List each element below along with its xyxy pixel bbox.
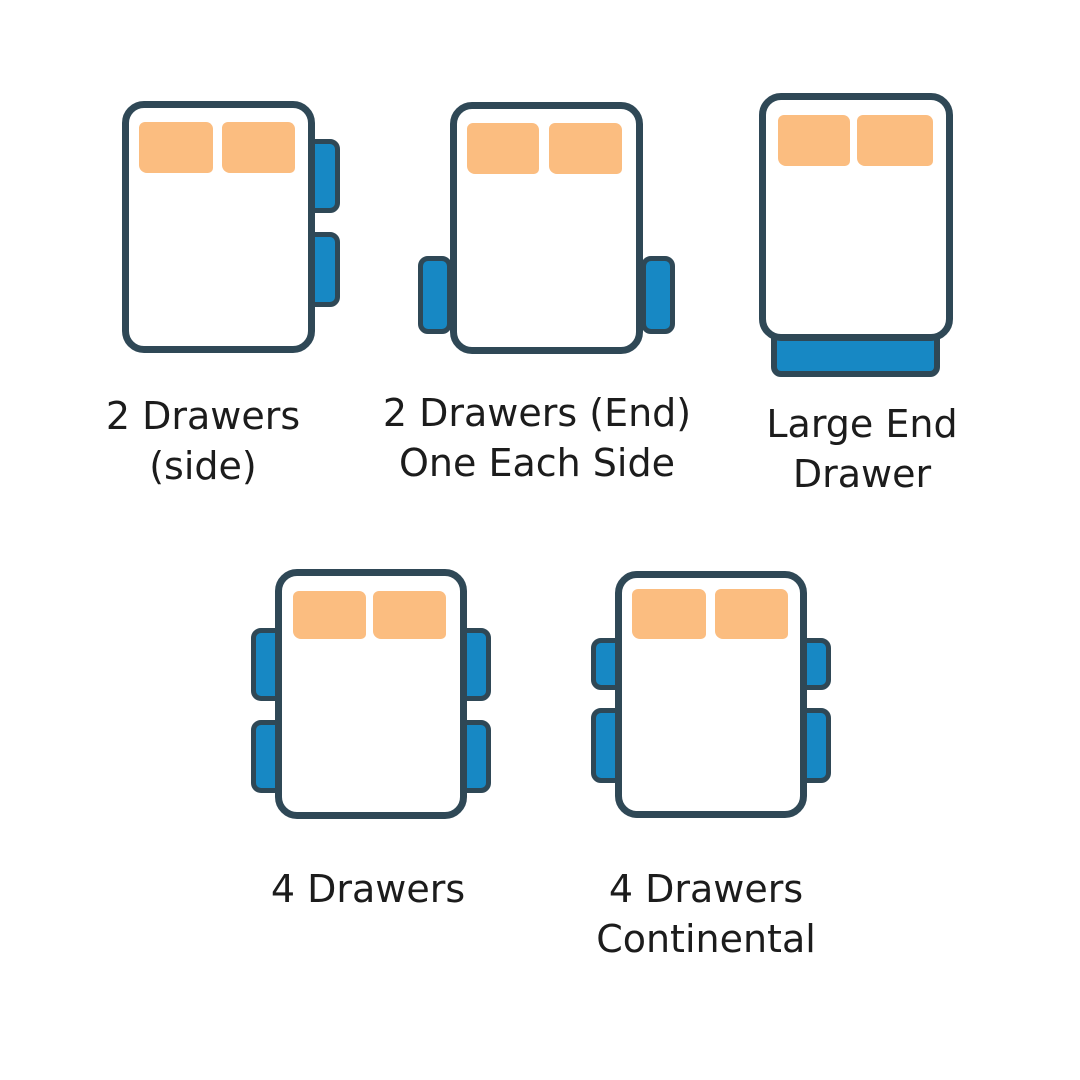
pillow-left-icon — [293, 591, 366, 639]
label-line: 2 Drawers (End) — [382, 391, 692, 435]
label-line: Large End — [766, 402, 958, 446]
pillow-left-icon — [632, 589, 706, 639]
label-line: One Each Side — [399, 441, 675, 485]
pillow-right-icon — [715, 589, 788, 639]
label-line: Continental — [596, 917, 816, 961]
pillow-left-icon — [139, 122, 213, 173]
label-line: (side) — [149, 444, 257, 488]
pillow-left-icon — [778, 115, 850, 166]
pillow-right-icon — [549, 123, 622, 174]
pillow-left-icon — [467, 123, 539, 174]
label-large-end-drawer: Large End Drawer — [766, 399, 957, 499]
pillow-right-icon — [222, 122, 295, 173]
pillow-right-icon — [373, 591, 446, 639]
label-line: 4 Drawers — [608, 867, 804, 911]
label-line: 4 Drawers — [270, 867, 466, 911]
label-2-drawers-side: 2 Drawers (side) — [106, 391, 300, 491]
drawer-left-end-icon — [418, 256, 452, 334]
label-4-drawers: 4 Drawers — [271, 864, 465, 914]
drawer-right-end-icon — [641, 256, 675, 334]
label-2-drawers-end: 2 Drawers (End) One Each Side — [383, 388, 691, 488]
label-line: 2 Drawers — [105, 394, 301, 438]
label-4-drawers-continental: 4 Drawers Continental — [596, 864, 816, 964]
label-line: Drawer — [792, 452, 932, 496]
pillow-right-icon — [857, 115, 933, 166]
